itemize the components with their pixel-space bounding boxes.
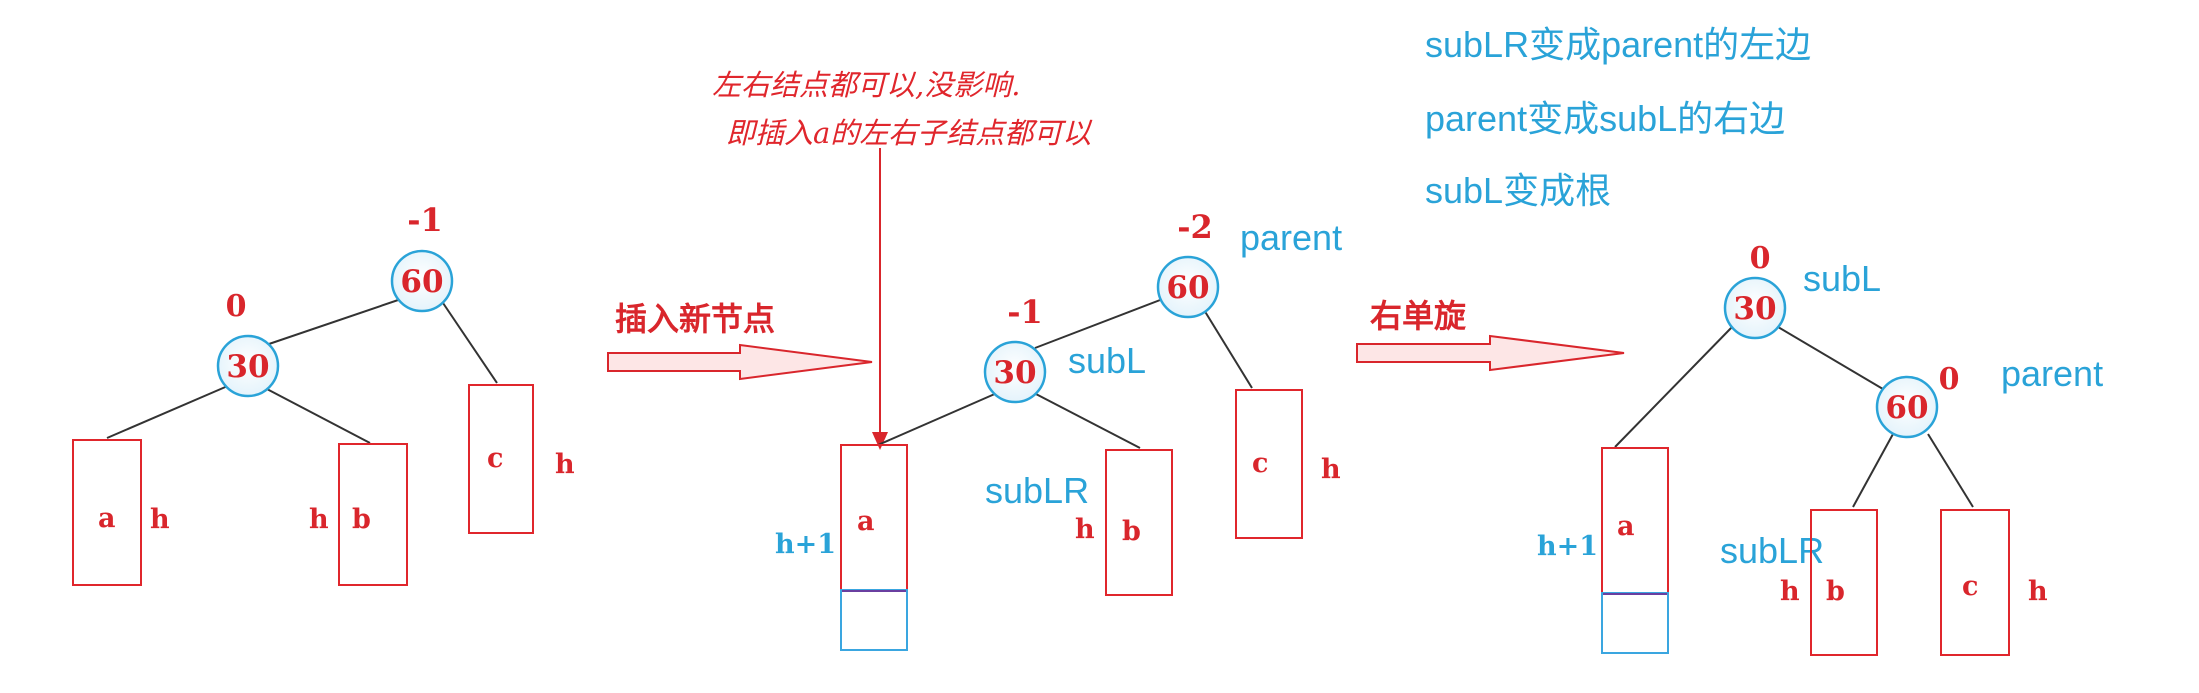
balance-factor: 0 — [226, 289, 247, 324]
tree-node — [1156, 255, 1220, 319]
tree-node — [390, 249, 454, 313]
node-value: 60 — [1885, 390, 1928, 426]
edge — [1200, 304, 1253, 389]
arrow-shape — [607, 343, 873, 381]
node-value: 60 — [400, 264, 443, 300]
subLR-tag: subLR — [985, 470, 1089, 511]
height-label: h+1 — [775, 529, 836, 560]
subLR-tag: subLR — [1720, 530, 1824, 571]
subtree-label: a — [98, 503, 116, 534]
subtree-box — [1105, 449, 1173, 596]
subtree-label: c — [487, 443, 503, 474]
notes: subLR变成parent的左边 parent变成subL的右边 subL变成根 — [1425, 24, 1811, 211]
node-value: 30 — [1733, 291, 1776, 327]
subtree-box — [1601, 447, 1669, 594]
subtree-label: a — [1617, 511, 1635, 542]
balance-factor: -1 — [1007, 293, 1043, 331]
tree-before-insert: 60 -1 30 0 a h b h c h — [72, 201, 575, 586]
balance-factor: 0 — [1939, 362, 1960, 397]
edge — [1614, 325, 1734, 448]
edge — [1777, 326, 1889, 393]
annotation-line1: 左右结点都可以,没影响. — [712, 68, 1020, 102]
subtree-box — [1940, 509, 2010, 656]
insert-arrow: 插入新节点 — [607, 300, 873, 381]
annotation: 左右结点都可以,没影响. 即插入a的左右子结点都可以 — [712, 68, 1093, 450]
height-label: h — [309, 504, 329, 535]
balance-factor: -1 — [407, 201, 443, 239]
note-3: subL变成根 — [1425, 170, 1611, 211]
new-node-box — [1601, 592, 1669, 654]
subtree-box — [1235, 389, 1303, 539]
node-value: 30 — [226, 349, 269, 385]
edge — [1033, 392, 1141, 449]
edge — [1852, 433, 1894, 508]
node-value: 60 — [1166, 270, 1209, 306]
annotation-pointer-head — [872, 432, 888, 450]
height-label: h — [1075, 514, 1095, 545]
edge — [1927, 433, 1974, 508]
node-tag: subL — [1068, 340, 1146, 381]
edge — [106, 384, 231, 439]
annotation-line2: 即插入a的左右子结点都可以 — [726, 116, 1093, 150]
tree-node — [1875, 375, 1939, 439]
arrow-shape — [1356, 334, 1625, 372]
subtree-label: b — [352, 504, 371, 535]
insert-label: 插入新节点 — [615, 300, 775, 338]
tree-node — [983, 340, 1047, 404]
tree-after-insert: 60 -2 parent 30 -1 subL subLR a h+1 b h … — [775, 208, 1342, 651]
subtree-label: c — [1962, 571, 1978, 602]
tree-node — [1723, 276, 1787, 340]
subtree-label: c — [1252, 448, 1268, 479]
height-label: h — [1780, 576, 1800, 607]
height-label: h — [1321, 454, 1341, 485]
node-tag: parent — [1240, 217, 1342, 258]
rotate-arrow: 右单旋 — [1356, 297, 1625, 372]
subtree-box — [72, 439, 142, 586]
subtree-box — [468, 384, 534, 534]
edge — [265, 295, 411, 346]
note-2: parent变成subL的右边 — [1425, 98, 1785, 139]
height-label: h+1 — [1537, 531, 1598, 562]
subtree-label: b — [1826, 576, 1845, 607]
node-tag: parent — [2001, 353, 2103, 394]
tree-node — [216, 334, 280, 398]
subtree-box — [1810, 509, 1878, 656]
balance-factor: 0 — [1750, 241, 1771, 276]
note-1: subLR变成parent的左边 — [1425, 24, 1811, 65]
tree-after-rotation: 30 0 subL 60 0 parent subLR a h+1 b h c … — [1537, 241, 2103, 656]
edge — [442, 302, 498, 384]
new-node-box — [840, 589, 908, 651]
balance-factor: -2 — [1177, 208, 1213, 246]
rotate-label: 右单旋 — [1370, 297, 1466, 335]
height-label: h — [150, 504, 170, 535]
height-label: h — [2028, 576, 2048, 607]
height-label: h — [555, 449, 575, 480]
edge — [877, 392, 998, 446]
node-value: 30 — [993, 355, 1036, 391]
edge — [1034, 296, 1169, 349]
subtree-label: b — [1122, 516, 1141, 547]
node-tag: subL — [1803, 258, 1881, 299]
subtree-box — [338, 443, 408, 586]
subtree-label: a — [857, 506, 875, 537]
edge — [264, 387, 371, 444]
